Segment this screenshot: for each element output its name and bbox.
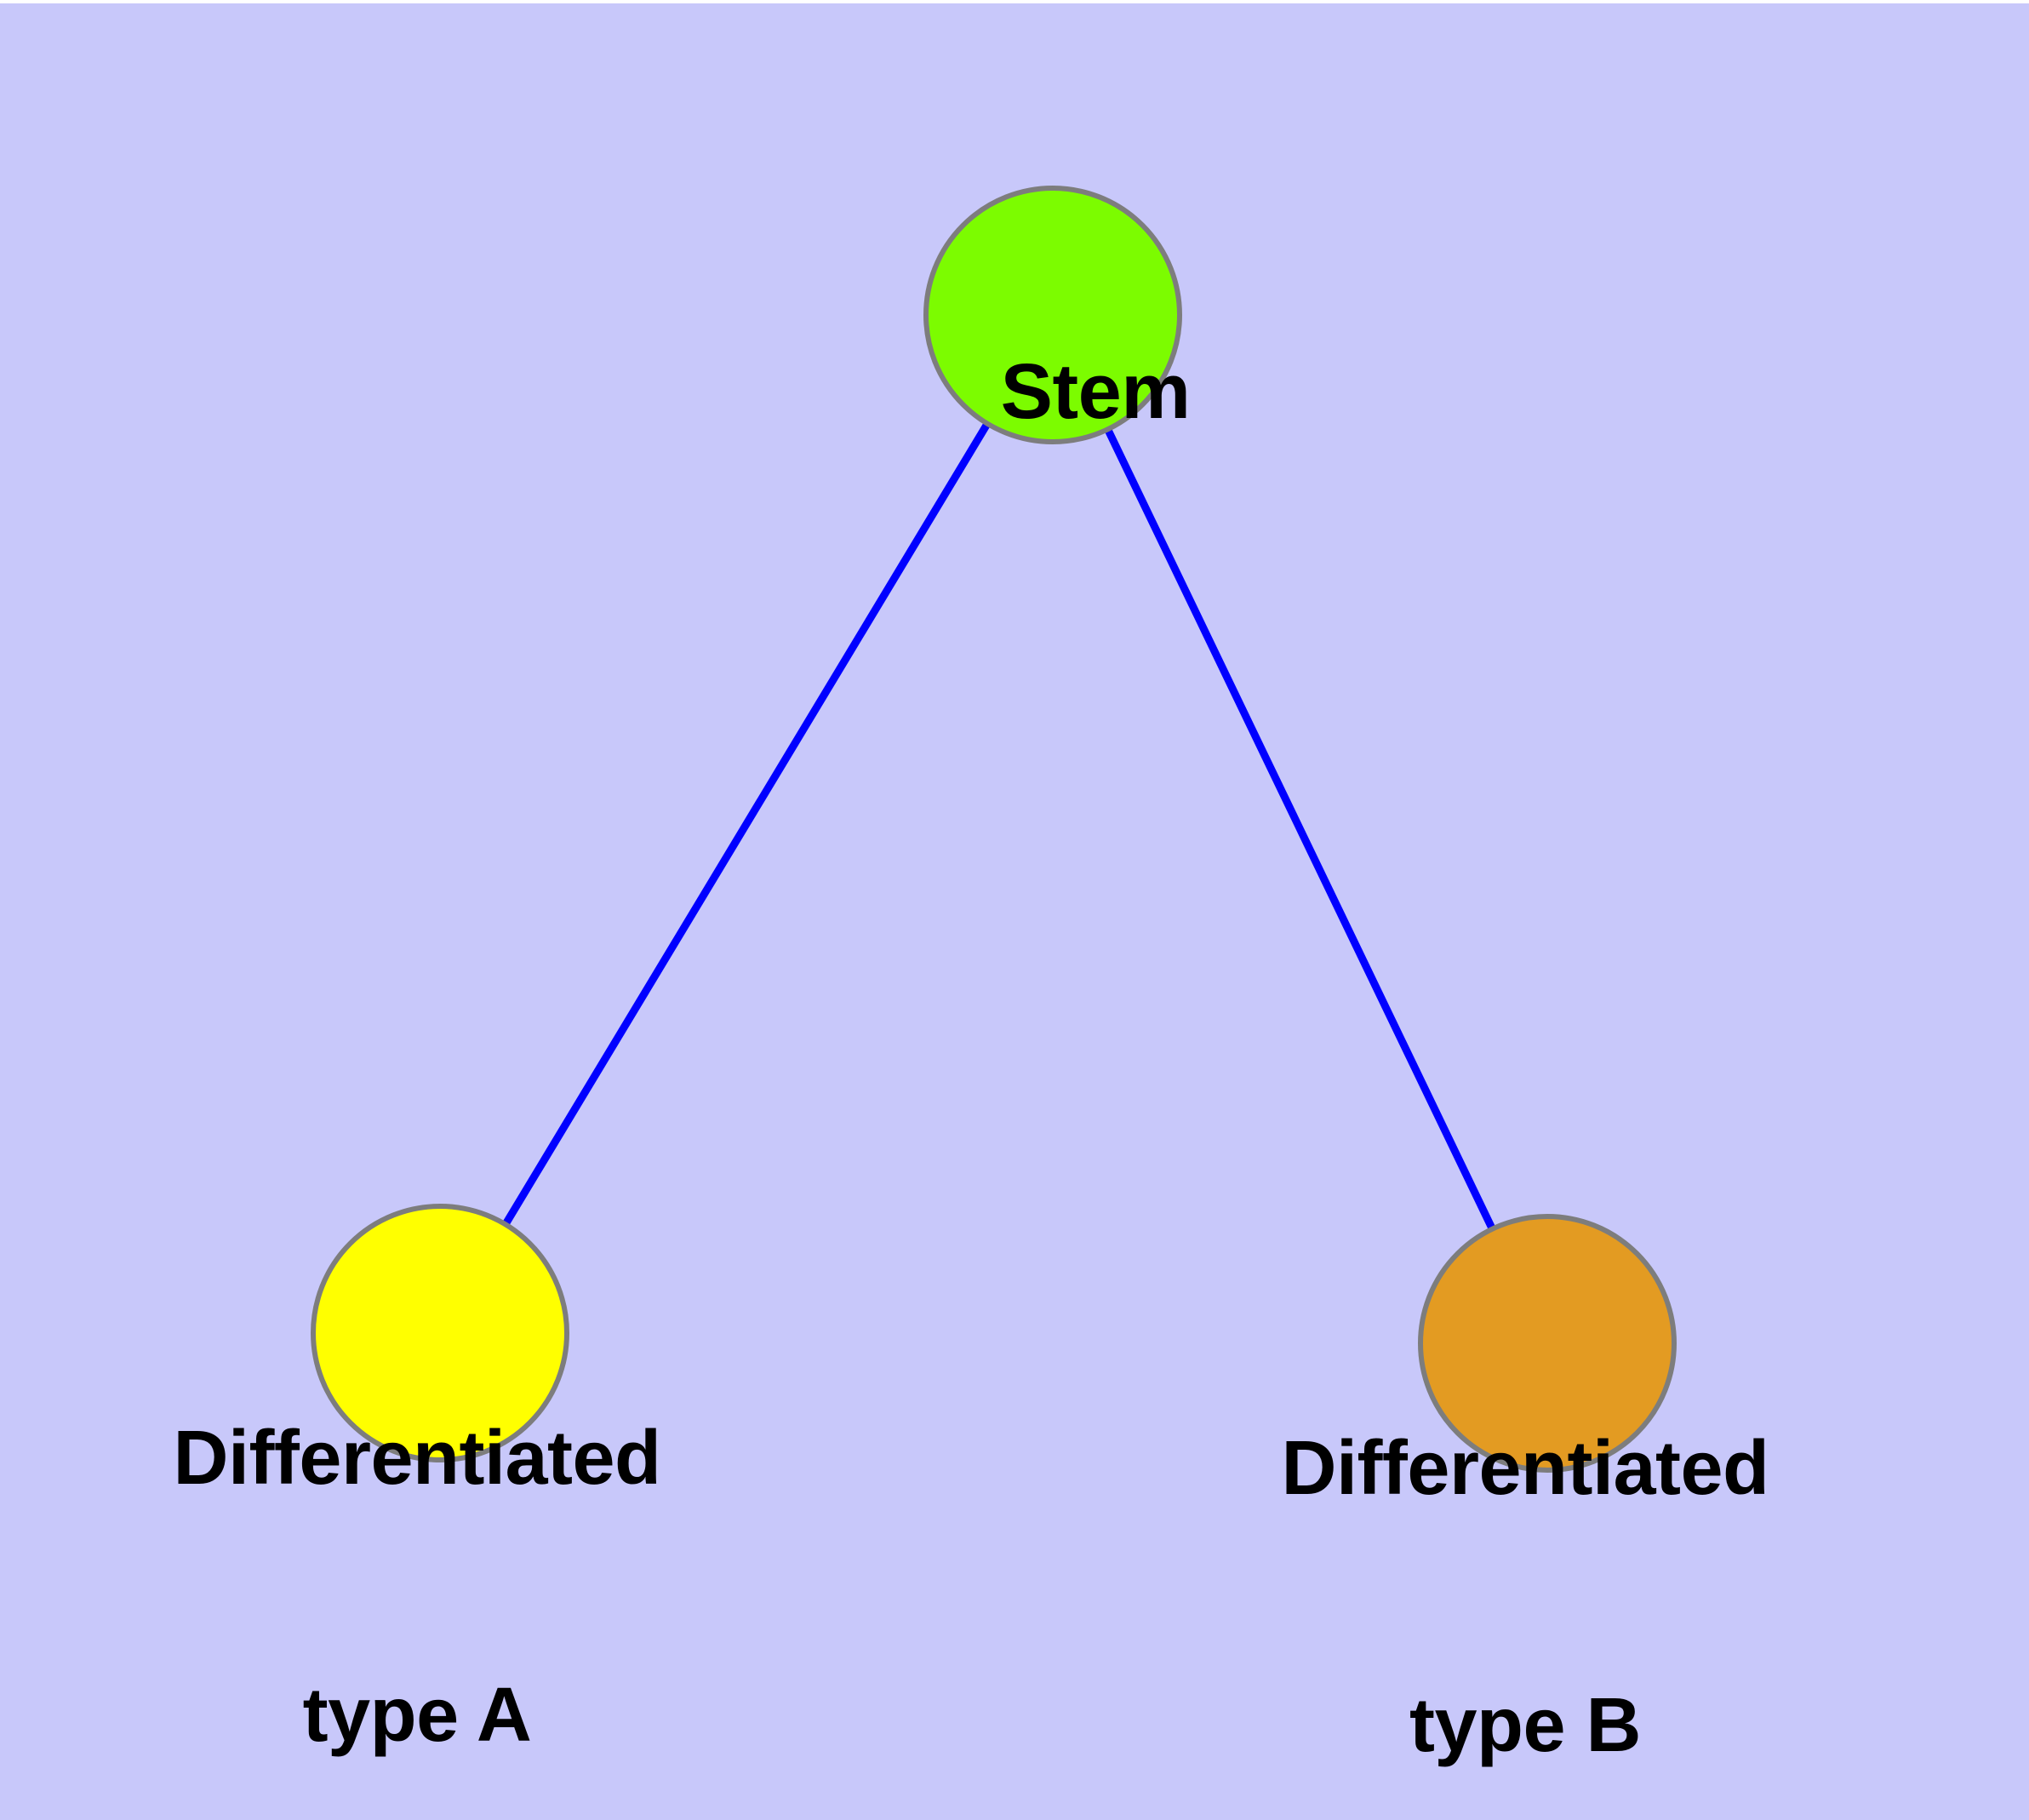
edge-stem-to-differentiated-type-a	[437, 312, 1056, 1336]
node-differentiated-type-b-label-line2: type B	[1409, 1682, 1642, 1768]
node-stem-label: Stem	[797, 260, 1308, 524]
node-differentiated-type-b-label: Differentiated type B	[1270, 1254, 1780, 1820]
node-differentiated-type-b[interactable]	[1418, 1214, 1677, 1473]
node-differentiated-type-a-label-line2: type A	[302, 1672, 532, 1758]
node-differentiated-type-a[interactable]	[311, 1204, 569, 1462]
edge-stem-to-differentiated-type-b	[1049, 313, 1552, 1345]
node-differentiated-type-a-label: Differentiated type A	[162, 1244, 672, 1820]
canvas-top-strip	[0, 0, 2029, 3]
node-stem[interactable]	[923, 186, 1182, 444]
node-differentiated-type-b-label-line1: Differentiated	[1281, 1425, 1769, 1511]
node-stem-label-line1: Stem	[1000, 348, 1191, 436]
node-differentiated-type-a-label-line1: Differentiated	[173, 1415, 661, 1501]
